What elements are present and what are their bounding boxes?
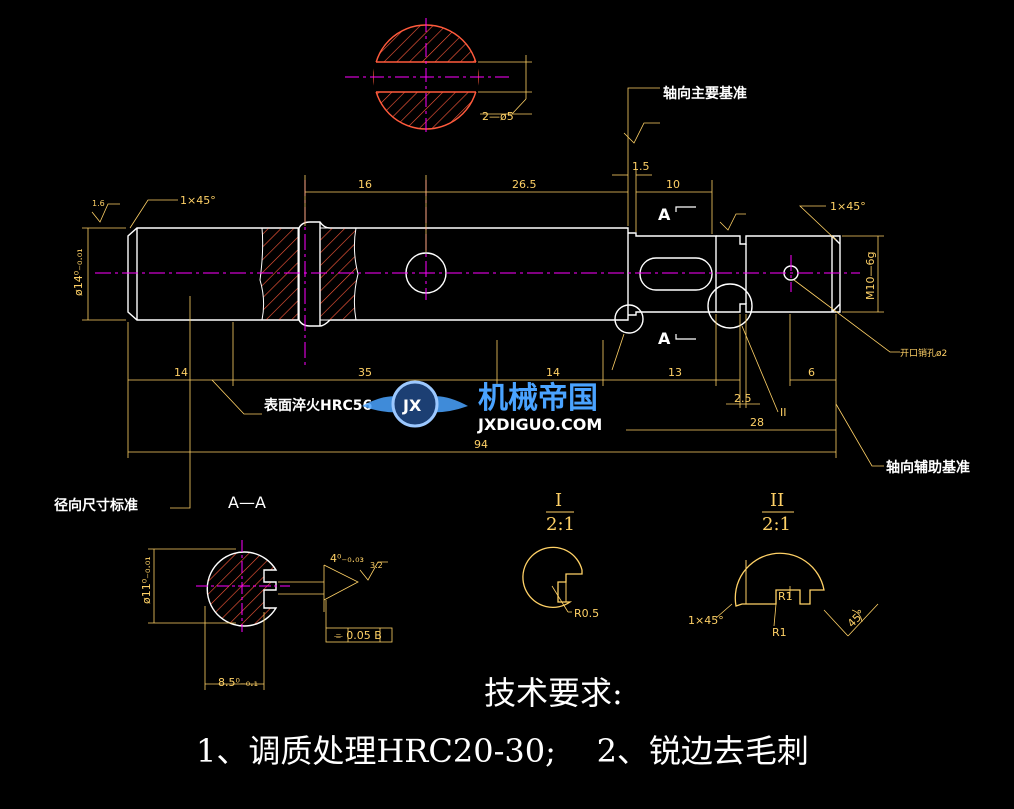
radial-datum-label: 径向尺寸标准 [54, 497, 138, 514]
watermark-name: 机械帝国 [478, 381, 598, 416]
surface-hardening-label: 表面淬火HRC56 [263, 397, 372, 414]
detail-i-label: I [555, 490, 562, 511]
detail-ii-angle: 45° [845, 607, 868, 630]
dia-14: ø14⁰₋₀.₀₁ [72, 248, 85, 296]
detail-ii-label: II [770, 490, 784, 511]
logo-letters: JX [402, 396, 422, 415]
dim-16: 16 [358, 178, 372, 191]
watermark-site: JXDIGUO.COM [477, 415, 602, 434]
dim-14-a: 14 [174, 366, 188, 379]
top-dimensions [304, 87, 713, 252]
dim-35: 35 [358, 366, 372, 379]
bottom-dimensions [127, 296, 884, 509]
dim-94: 94 [474, 438, 488, 451]
holes-dimension: 2—ø5 [482, 110, 514, 123]
hardened-zone-hatch [259, 227, 359, 321]
axial-aux-datum-label: 轴向辅助基准 [886, 459, 970, 476]
dim-10: 10 [666, 178, 680, 191]
detail-ii-scale: 2:1 [762, 514, 791, 535]
rough-3-2-a: 3.2 [370, 561, 383, 570]
section-aa-title: A—A [228, 493, 266, 512]
section-a-upper: A [658, 205, 671, 224]
dia-11: ø11⁰₋₀.₀₁ [140, 556, 153, 604]
gear-logo-icon [391, 380, 439, 428]
right-dimensions [719, 205, 900, 353]
chamfer-right: 1×45° [830, 200, 866, 213]
watermark: JX 机械帝国 JXDIGUO.COM [362, 380, 602, 434]
pin-hole-note: 开口销孔ø2 [900, 347, 947, 359]
section-aa: A—A ø11⁰₋₀.₀₁ 8.5⁰₋₀.₁ 4⁰₋₀.₀₃ ⌯ 0.05 B … [140, 493, 393, 690]
dim-28: 28 [750, 416, 764, 429]
detail-ii-r1b: R1 [772, 626, 787, 639]
detail-ii-r1a: R1 [778, 590, 793, 603]
rough-1-6: 1.6 [92, 199, 105, 208]
centerlines [95, 180, 860, 368]
detail-ii-callout: II [780, 406, 787, 419]
dim-2-5: 2.5 [734, 392, 752, 405]
symmetry-tolerance: ⌯ 0.05 B [334, 629, 382, 642]
shaft-outline [127, 221, 841, 334]
dim-13: 13 [668, 366, 682, 379]
notes-title: 技术要求: [484, 674, 623, 712]
dim-6: 6 [808, 366, 815, 379]
dim-1-5: 1.5 [632, 160, 650, 173]
detail-ii-chamfer: 1×45° [688, 614, 724, 627]
axial-main-datum-label: 轴向主要基准 [663, 85, 747, 102]
dim-26-5: 26.5 [512, 178, 537, 191]
left-dimensions [82, 199, 178, 321]
m10-thread: M10—6g [864, 252, 877, 300]
chamfer-left: 1×45° [180, 194, 216, 207]
section-a-lower: A [658, 329, 671, 348]
detail-i-scale: 2:1 [546, 514, 575, 535]
roughness-symbol-top [623, 122, 660, 144]
detail-i-radius: R0.5 [574, 607, 599, 620]
width-4: 4⁰₋₀.₀₃ [330, 552, 364, 565]
width-8-5: 8.5⁰₋₀.₁ [218, 676, 258, 689]
detail-i: I 2:1 R0.5 [522, 490, 599, 620]
dim-14-b: 14 [546, 366, 560, 379]
detail-ii: II 2:1 1×45° R1 R1 45° [688, 490, 879, 639]
section-marks [675, 206, 696, 340]
top-cross-section: 2—ø5 [345, 18, 532, 136]
notes-line: 1、调质处理HRC20-30; 2、锐边去毛刺 [196, 732, 809, 770]
